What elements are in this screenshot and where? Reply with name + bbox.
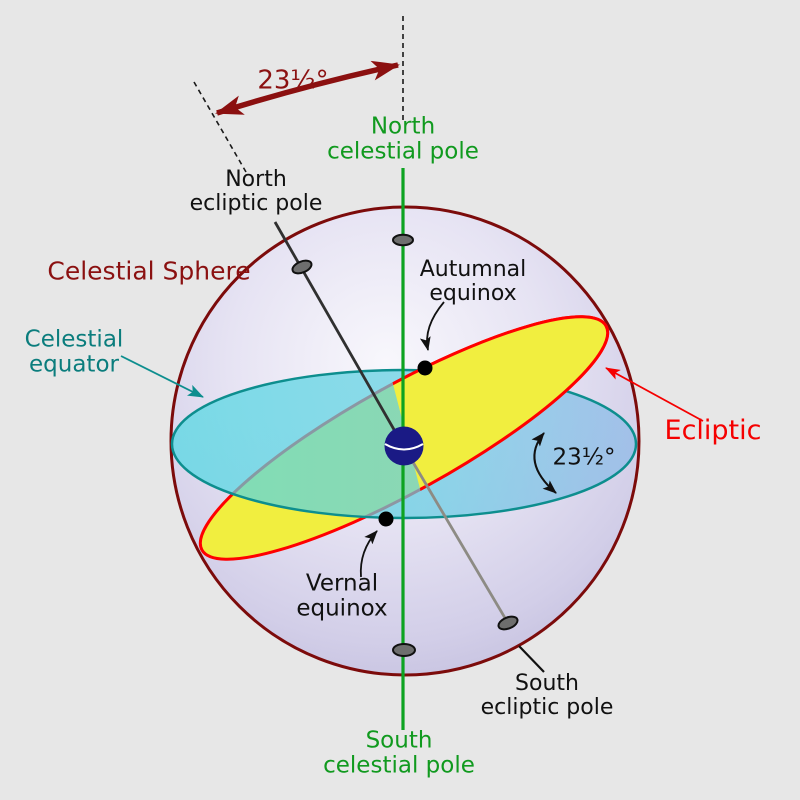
south-ecliptic-pole-marker (497, 615, 519, 631)
obliquity-angle-arc (531, 432, 557, 494)
north-ecliptic-pole-marker (291, 259, 313, 275)
north-celestial-pole-marker (392, 233, 414, 247)
ecliptic-axis-upper (273, 221, 406, 448)
ecliptic-pointer-arrow (605, 367, 704, 422)
vernal-equinox-dot (378, 511, 394, 527)
earth-equator-line (384, 443, 424, 451)
ecliptic-axis-lower (402, 446, 510, 624)
south-ecliptic-pole-pointer-line (518, 645, 545, 673)
earth (384, 426, 424, 466)
ecliptic-axis-dashed-extension (193, 81, 247, 173)
axial-tilt-arrow (215, 60, 400, 116)
celestial-equator-pointer-arrow (120, 355, 204, 398)
autumnal-equinox-pointer-arrow (419, 301, 445, 351)
vernal-equinox-pointer-arrow (359, 530, 378, 578)
south-celestial-pole-marker (392, 643, 416, 657)
autumnal-equinox-dot (417, 360, 433, 376)
